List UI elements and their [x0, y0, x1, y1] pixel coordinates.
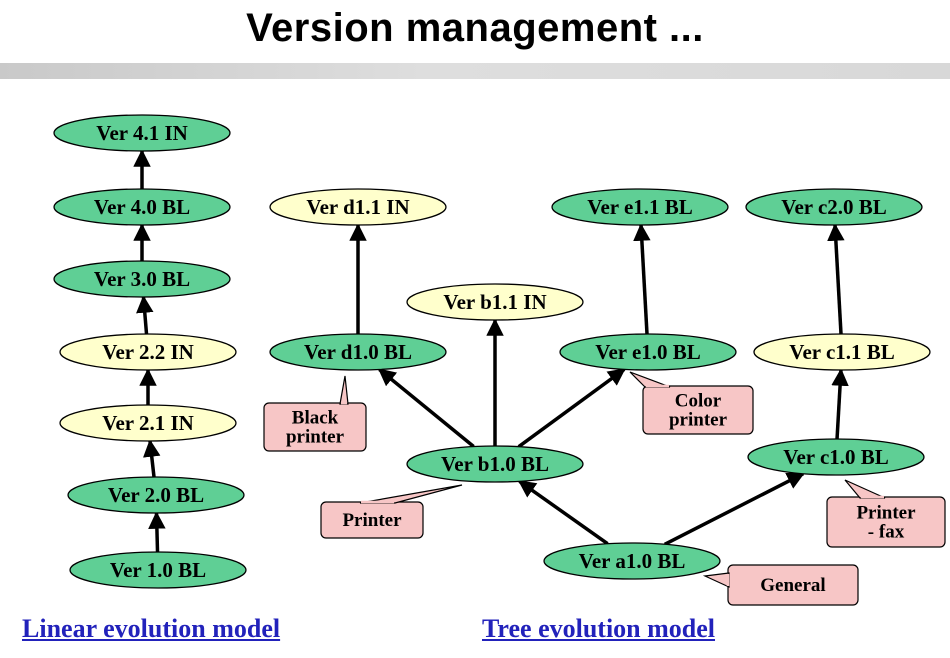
edge-a10-b10 — [517, 479, 609, 546]
note-printer-fax-line-1: Printer — [856, 503, 916, 524]
version-node-v30[interactable]: Ver 3.0 BL — [53, 260, 231, 298]
version-node-shape — [753, 333, 931, 371]
note-black-printer-line-1: Black — [292, 408, 339, 429]
version-node-shape — [269, 188, 447, 226]
version-node-label: Ver e1.1 BL — [587, 195, 693, 219]
version-node-label: Ver 2.1 IN — [102, 411, 194, 435]
version-node-shape — [745, 188, 923, 226]
version-node-v10[interactable]: Ver 1.0 BL — [69, 551, 247, 589]
version-node-label: Ver c2.0 BL — [781, 195, 887, 219]
version-node-v20[interactable]: Ver 2.0 BL — [67, 476, 245, 514]
version-node-shape — [269, 333, 447, 371]
note-printer-fax-line-2: - fax — [868, 522, 905, 543]
edge-v22-v30 — [136, 295, 154, 335]
linear-model-caption[interactable]: Linear evolution model — [22, 614, 281, 643]
version-node-label: Ver b1.0 BL — [441, 452, 549, 476]
version-node-c10[interactable]: Ver c1.0 BL — [747, 438, 925, 476]
version-node-d10[interactable]: Ver d1.0 BL — [269, 333, 447, 371]
tree-model-caption[interactable]: Tree evolution model — [482, 614, 716, 643]
version-node-label: Ver d1.0 BL — [304, 340, 412, 364]
title-divider — [0, 63, 950, 79]
version-node-shape — [53, 188, 231, 226]
version-node-label: Ver 1.0 BL — [110, 558, 206, 582]
version-node-b11[interactable]: Ver b1.1 IN — [406, 283, 584, 321]
version-node-label: Ver 4.1 IN — [96, 121, 188, 145]
version-node-e11[interactable]: Ver e1.1 BL — [551, 188, 729, 226]
version-node-label: Ver d1.1 IN — [306, 195, 409, 219]
version-node-shape — [406, 445, 584, 483]
version-node-v22[interactable]: Ver 2.2 IN — [59, 333, 237, 371]
version-node-label: Ver b1.1 IN — [443, 290, 546, 314]
edge-e10-e11 — [633, 223, 651, 335]
version-node-shape — [59, 404, 237, 442]
version-node-e10[interactable]: Ver e1.0 BL — [559, 333, 737, 371]
version-node-shape — [67, 476, 245, 514]
page-title: Version management ... — [246, 6, 704, 50]
version-node-shape — [53, 114, 231, 152]
note-color-printer-line-1: Color — [675, 391, 722, 412]
version-node-shape — [59, 333, 237, 371]
note-color-printer-line-2: printer — [669, 410, 728, 431]
edge-b10-d10 — [378, 368, 475, 448]
note-general-line-1: General — [760, 575, 825, 596]
version-node-shape — [69, 551, 247, 589]
note-printer: Printer — [320, 484, 463, 539]
edge-c11-c20 — [827, 223, 845, 335]
note-black-printer-line-2: printer — [286, 427, 345, 448]
version-node-label: Ver 2.2 IN — [102, 340, 194, 364]
edge-v10-v20 — [148, 511, 166, 553]
version-node-label: Ver 3.0 BL — [94, 267, 190, 291]
version-node-c11[interactable]: Ver c1.1 BL — [753, 333, 931, 371]
version-node-label: Ver 2.0 BL — [108, 483, 204, 507]
version-node-shape — [559, 333, 737, 371]
version-node-shape — [53, 260, 231, 298]
edge-a10-c10 — [663, 472, 805, 546]
version-node-d11[interactable]: Ver d1.1 IN — [269, 188, 447, 226]
edge-b10-e10 — [517, 367, 626, 449]
version-node-v41[interactable]: Ver 4.1 IN — [53, 114, 231, 152]
note-general: General — [702, 564, 859, 606]
version-node-label: Ver c1.0 BL — [783, 445, 889, 469]
version-node-label: Ver 4.0 BL — [94, 195, 190, 219]
note-printer-fax: Printer- fax — [826, 479, 946, 548]
version-node-v40[interactable]: Ver 4.0 BL — [53, 188, 231, 226]
version-node-shape — [543, 542, 721, 580]
version-node-b10[interactable]: Ver b1.0 BL — [406, 445, 584, 483]
edge-c10-c11 — [831, 368, 849, 440]
version-node-label: Ver e1.0 BL — [595, 340, 701, 364]
version-node-label: Ver c1.1 BL — [789, 340, 895, 364]
version-node-shape — [406, 283, 584, 321]
version-node-label: Ver a1.0 BL — [579, 549, 686, 573]
note-printer-line-1: Printer — [342, 510, 402, 531]
version-node-v21[interactable]: Ver 2.1 IN — [59, 404, 237, 442]
version-node-c20[interactable]: Ver c2.0 BL — [745, 188, 923, 226]
version-node-a10[interactable]: Ver a1.0 BL — [543, 542, 721, 580]
version-node-shape — [747, 438, 925, 476]
edge-v20-v21 — [143, 439, 161, 478]
version-node-shape — [551, 188, 729, 226]
